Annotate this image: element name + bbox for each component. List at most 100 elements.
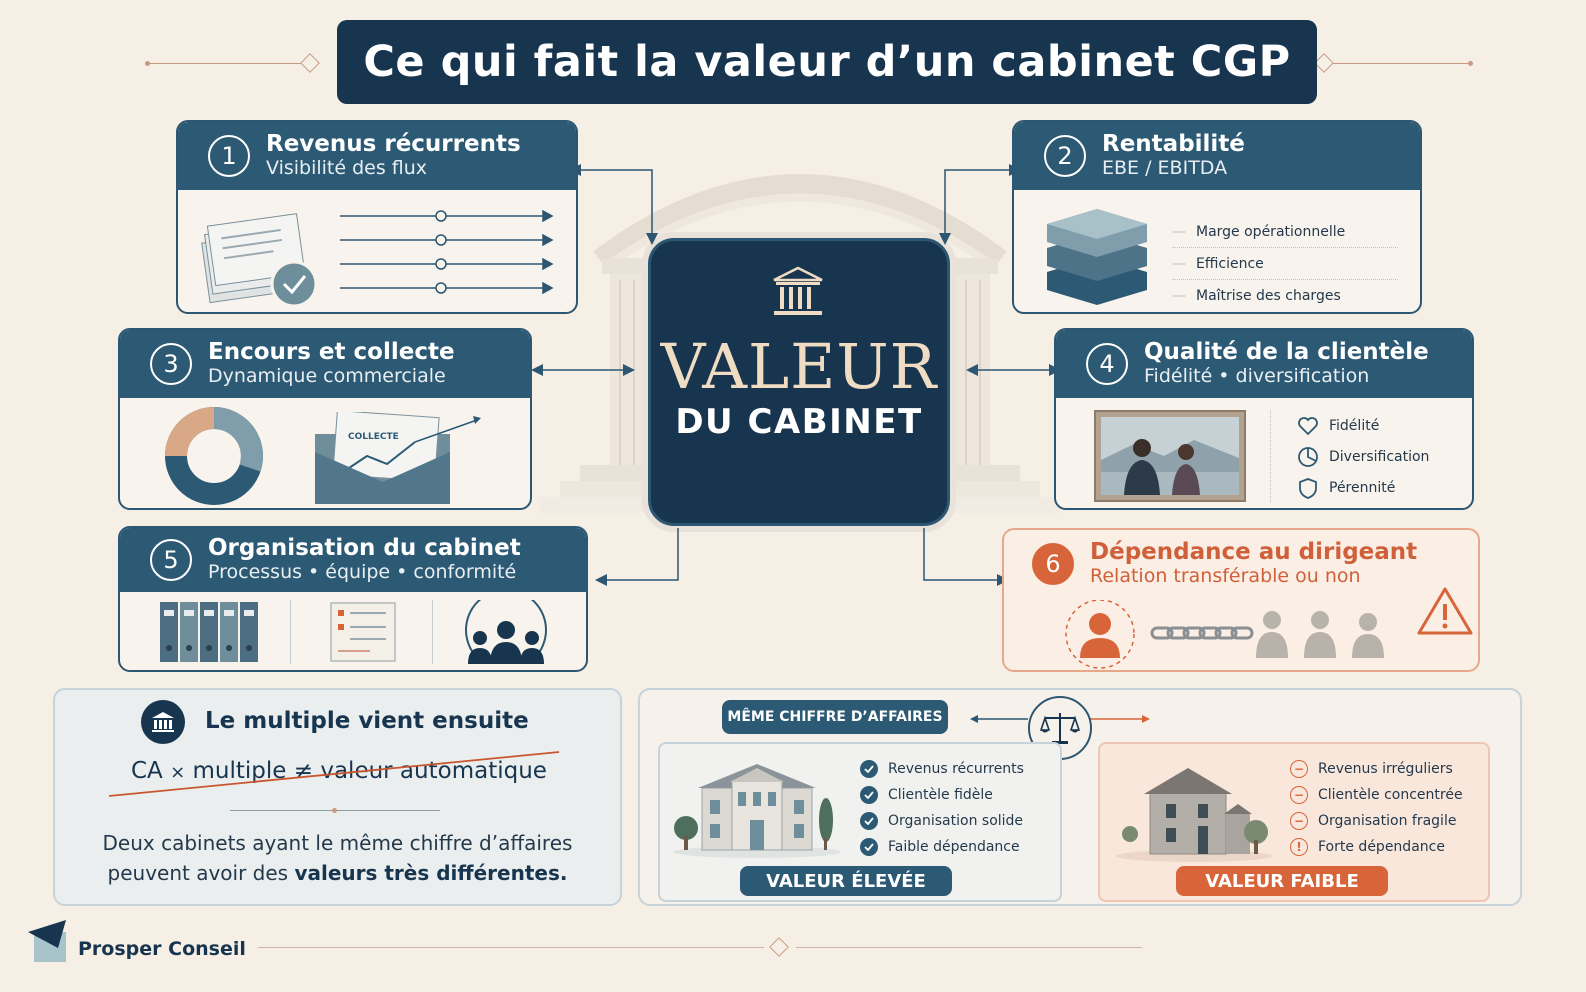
multiple-text-line2: peuvent avoir des <box>107 861 295 885</box>
center-title: VALEUR <box>660 330 938 403</box>
card-organization: 5 Organisation du cabinet Processus • éq… <box>118 526 588 672</box>
list-item: −Revenus irréguliers <box>1290 756 1463 782</box>
list-item: —Efficience <box>1172 248 1398 280</box>
list-item: Faible dépendance <box>860 834 1024 860</box>
card-subtitle: Fidélité • diversification <box>1144 365 1370 388</box>
minus-icon: − <box>1290 812 1308 830</box>
card-number: 3 <box>150 343 192 385</box>
check-icon <box>860 838 878 856</box>
check-icon <box>860 760 878 778</box>
donut-icon <box>165 407 263 505</box>
high-value-label: VALEUR ÉLEVÉE <box>740 866 952 896</box>
center-value-panel <box>648 238 950 526</box>
envelope-label: COLLECTE <box>348 432 399 442</box>
brand-logo-icon <box>28 920 66 962</box>
card-number: 2 <box>1044 135 1086 177</box>
list-item: Diversification <box>1297 441 1466 472</box>
list-item-label: Fidélité <box>1329 417 1380 434</box>
list-item: Clientèle fidèle <box>860 782 1024 808</box>
heart-icon <box>1298 416 1318 435</box>
card-client-quality: 4 Qualité de la clientèle Fidélité • div… <box>1054 328 1474 510</box>
documents-check-icon <box>201 213 318 308</box>
house-icon <box>1116 768 1272 862</box>
multiple-panel: Le multiple vient ensuite CA × multiple … <box>53 688 622 906</box>
collection-envelope-icon <box>315 412 481 504</box>
center-subtitle: DU CABINET <box>675 402 923 442</box>
card-number: 1 <box>208 135 250 177</box>
list-item-label: Maîtrise des charges <box>1196 288 1341 304</box>
multiple-title: Le multiple vient ensuite <box>205 708 529 734</box>
warning-icon <box>1417 587 1473 635</box>
list-item: −Clientèle concentrée <box>1290 782 1463 808</box>
list-item: Organisation solide <box>860 808 1024 834</box>
list-item-label: Pérennité <box>1329 479 1396 496</box>
list-item-label: Clientèle fidèle <box>888 787 993 803</box>
minus-icon: − <box>1290 760 1308 778</box>
high-value-card: Revenus récurrents Clientèle fidèle Orga… <box>658 742 1062 902</box>
list-item-label: Forte dépendance <box>1318 839 1445 855</box>
check-icon <box>860 812 878 830</box>
list-item: −Organisation fragile <box>1290 808 1463 834</box>
card-subtitle: Visibilité des flux <box>266 157 428 180</box>
card-number: 6 <box>1032 543 1074 585</box>
card-subtitle: EBE / EBITDA <box>1102 157 1228 180</box>
list-item-label: Marge opérationnelle <box>1196 223 1346 240</box>
low-value-card: −Revenus irréguliers −Clientèle concentr… <box>1098 742 1490 902</box>
strikethrough-line <box>108 751 560 797</box>
card-profitability: 2 Rentabilité EBE / EBITDA —Marge opérat… <box>1012 120 1422 314</box>
low-value-label: VALEUR FAIBLE <box>1176 866 1388 896</box>
mansion-icon <box>673 764 841 858</box>
brand-name: Prosper Conseil <box>78 938 246 960</box>
card-subtitle: Relation transférable ou non <box>1090 565 1361 588</box>
pie-chart-icon <box>1298 446 1318 467</box>
formula-ca: CA <box>131 758 163 784</box>
binders-icon <box>160 602 258 662</box>
formula-times: × <box>170 762 186 783</box>
title-banner: Ce qui fait la valeur d’un cabinet CGP <box>337 20 1317 104</box>
same-revenue-badge: MÊME CHIFFRE D’AFFAIRES <box>722 700 948 734</box>
card-assets-collection: 3 Encours et collecte Dynamique commerci… <box>118 328 532 510</box>
list-item-label: Diversification <box>1329 448 1430 465</box>
multiple-text-line1: Deux cabinets ayant le même chiffre d’af… <box>102 831 573 855</box>
checklist-document-icon <box>330 602 396 662</box>
multiple-text-emphasis: valeurs très différentes. <box>294 861 568 885</box>
leader-chain-icon <box>1065 600 1384 669</box>
shield-icon <box>1299 477 1317 499</box>
card-subtitle: Dynamique commerciale <box>208 365 446 388</box>
comparison-arrows <box>970 715 1150 723</box>
page-title: Ce qui fait la valeur d’un cabinet CGP <box>363 37 1291 87</box>
card-title: Encours et collecte <box>208 338 455 365</box>
couple-photo-icon <box>1094 410 1246 502</box>
alert-icon: ! <box>1290 838 1308 856</box>
list-item: —Marge opérationnelle <box>1172 216 1398 248</box>
formula: CA × multiple ≠ valeur automatique <box>131 758 547 784</box>
card-subtitle: Processus • équipe • conformité <box>208 561 517 584</box>
team-icon <box>464 600 548 664</box>
card-recurring-revenue: 1 Revenus récurrents Visibilité des flux <box>176 120 578 314</box>
card-title: Revenus récurrents <box>266 130 521 157</box>
list-item-label: Organisation fragile <box>1318 813 1457 829</box>
comparison-panel: MÊME CHIFFRE D’AFFAIRES Revenus récurren… <box>638 688 1522 906</box>
card-title: Rentabilité <box>1102 130 1245 157</box>
card-title: Dépendance au dirigeant <box>1090 538 1418 565</box>
list-item-label: Revenus récurrents <box>888 761 1024 777</box>
scale-icon <box>1028 696 1092 760</box>
card-leader-dependence: 6 Dépendance au dirigeant Relation trans… <box>1002 528 1480 672</box>
minus-icon: − <box>1290 786 1308 804</box>
card-number: 4 <box>1086 343 1128 385</box>
card-title: Organisation du cabinet <box>208 534 521 561</box>
list-item: Fidélité <box>1297 410 1466 441</box>
flow-arrows-icon <box>340 209 554 295</box>
bank-icon <box>773 266 823 315</box>
bank-badge-icon <box>141 700 185 744</box>
list-item: Revenus récurrents <box>860 756 1024 782</box>
list-item-label: Revenus irréguliers <box>1318 761 1453 777</box>
list-item-label: Clientèle concentrée <box>1318 787 1463 803</box>
list-item: Pérennité <box>1297 472 1466 503</box>
card-number: 5 <box>150 539 192 581</box>
list-item: —Maîtrise des charges <box>1172 288 1341 304</box>
list-item-label: Organisation solide <box>888 813 1024 829</box>
layers-icon <box>1047 209 1147 305</box>
list-item-label: Efficience <box>1196 255 1264 272</box>
